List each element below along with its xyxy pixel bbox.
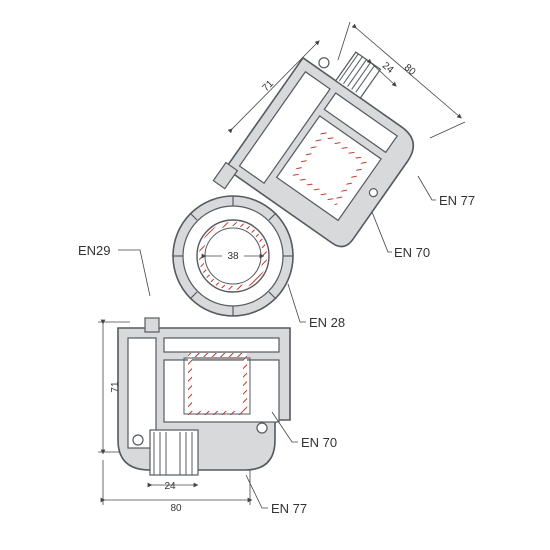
top-height-dimension: 71 bbox=[260, 78, 276, 94]
bottom-height-dimension: 71 bbox=[110, 381, 121, 393]
label-en29: EN29 bbox=[78, 243, 111, 258]
top-width-dimension: 80 bbox=[402, 62, 418, 78]
bottom-width-dimension: 80 bbox=[170, 503, 182, 514]
label-en77-top: EN 77 bbox=[439, 193, 475, 208]
bottom-frame-profile bbox=[117, 317, 291, 476]
pipe-diameter-dimension: 38 bbox=[227, 251, 239, 262]
label-en70-bottom: EN 70 bbox=[301, 435, 337, 450]
leader-lines bbox=[118, 175, 436, 509]
dimension-lines bbox=[98, 21, 466, 505]
label-en28: EN 28 bbox=[309, 315, 345, 330]
label-en77-bottom: EN 77 bbox=[271, 501, 307, 516]
bottom-inner-dimension: 24 bbox=[164, 481, 176, 492]
top-inner-dimension: 24 bbox=[380, 60, 396, 76]
label-en70-top: EN 70 bbox=[394, 245, 430, 260]
